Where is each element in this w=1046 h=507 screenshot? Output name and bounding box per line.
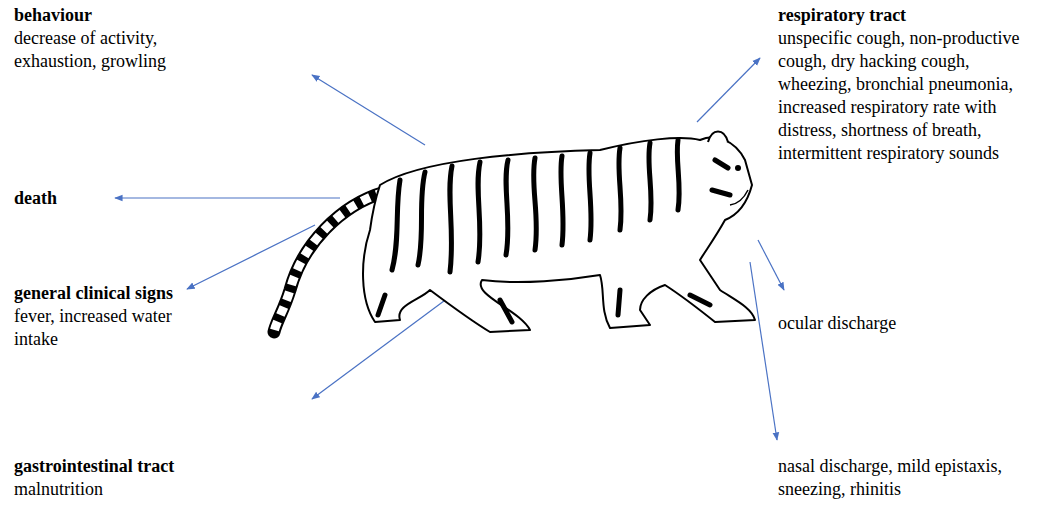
stripe [500, 300, 512, 322]
stripe [712, 190, 730, 195]
symptom-list: ocular discharge [778, 312, 1018, 335]
stripe [649, 143, 651, 220]
stripe [478, 162, 480, 262]
stripe [506, 160, 508, 255]
section-heading: general clinical signs [14, 282, 254, 305]
stripe [534, 158, 537, 250]
section-heading: behaviour [14, 4, 244, 27]
stripe [589, 153, 591, 240]
stripe [561, 156, 563, 245]
symptom-list: malnutrition [14, 478, 214, 501]
symptom-list: nasal discharge, mild epistaxis, sneezin… [778, 455, 1008, 501]
leader-line [312, 75, 425, 145]
leader-lines [115, 58, 784, 440]
section-heading: gastrointestinal tract [14, 455, 274, 478]
leader-line [697, 58, 760, 122]
stripe [378, 295, 385, 315]
stripe [618, 290, 620, 315]
stripe [715, 160, 728, 168]
leader-line [758, 240, 784, 290]
symptom-list: unspecific cough, non-productive cough, … [778, 27, 1040, 165]
tiger-body [363, 137, 755, 332]
tiger-mouth [730, 190, 748, 205]
stripe [677, 140, 679, 210]
tiger [274, 132, 755, 333]
leader-line [750, 262, 777, 440]
stripe [690, 295, 710, 305]
leader-line [115, 197, 340, 198]
stripe [392, 180, 400, 270]
stripe [450, 166, 452, 272]
stripe [418, 172, 425, 265]
symptom-list: decrease of activity, exhaustion, growli… [14, 27, 214, 73]
section-heading: respiratory tract [778, 4, 1038, 27]
stripe [619, 148, 621, 230]
section-heading: death [14, 187, 134, 210]
tiger-stripes [378, 140, 730, 322]
leader-line [312, 295, 452, 399]
tiger-ear [708, 132, 728, 143]
tiger-eye [735, 165, 741, 171]
symptom-list: fever, increased water intake [14, 305, 204, 351]
